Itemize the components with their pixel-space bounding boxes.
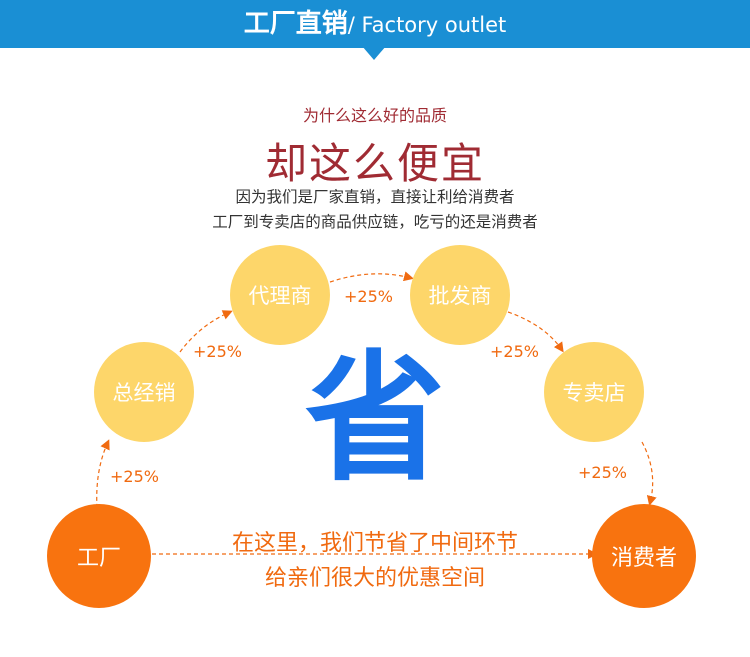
banner-title-cn: 工厂直销 (243, 9, 348, 39)
node-consumer-label: 消费者 (610, 546, 677, 571)
markup-label: +25% (193, 342, 242, 361)
banner-title-en: / Factory outlet (347, 13, 507, 37)
savings-line-1: 在这里，我们节省了中间环节 (231, 531, 518, 556)
node-store-label: 专卖店 (562, 381, 626, 405)
intro-line-1: 因为我们是厂家直销，直接让利给消费者 (235, 188, 515, 206)
save-character: 省 (304, 338, 445, 501)
markup-label: +25% (110, 467, 159, 486)
markup-label: +25% (344, 287, 393, 306)
node-wholesaler: 批发商 (410, 245, 510, 345)
node-agent: 代理商 (230, 245, 330, 345)
arrow-factory-to-distributor (96, 439, 110, 509)
intro-line-2: 工厂到专卖店的商品供应链，吃亏的还是消费者 (212, 213, 538, 231)
node-store: 专卖店 (544, 342, 644, 442)
arrow-wholesaler-to-store (507, 311, 564, 353)
node-factory: 工厂 (47, 504, 151, 608)
markup-label: +25% (578, 463, 627, 482)
arrow-store-to-consumer (641, 441, 657, 506)
node-wholesaler-label: 批发商 (428, 284, 492, 308)
node-general-distributor-label: 总经销 (112, 381, 176, 405)
intro-question: 为什么这么好的品质 (302, 106, 447, 125)
node-general-distributor: 总经销 (94, 342, 194, 442)
arrow-agent-to-wholesaler (329, 271, 414, 283)
intro-headline: 却这么便宜 (264, 139, 485, 188)
savings-line-2: 给亲们很大的优惠空间 (264, 566, 485, 591)
banner-notch (362, 46, 386, 60)
node-agent-label: 代理商 (248, 284, 312, 308)
markup-label: +25% (490, 342, 539, 361)
banner-title: 工厂直销/ Factory outlet (0, 0, 750, 48)
node-consumer: 消费者 (592, 504, 696, 608)
header-banner (0, 0, 750, 48)
arrow-distributor-to-agent (179, 310, 233, 353)
node-factory-label: 工厂 (76, 546, 121, 571)
